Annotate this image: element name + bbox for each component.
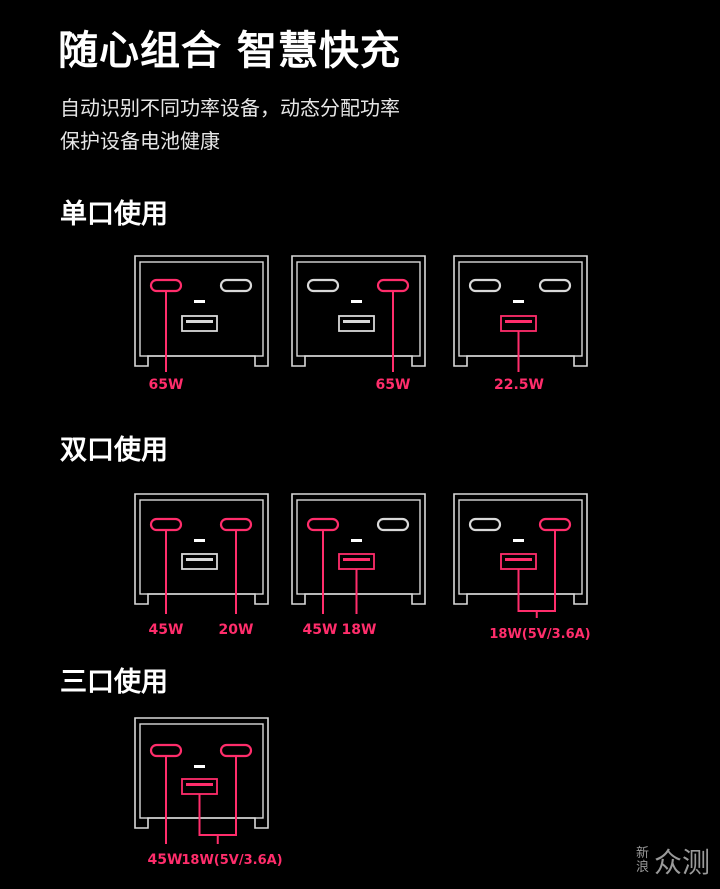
usb-c-port-1 <box>468 278 502 293</box>
charger-face <box>139 499 264 595</box>
power-label: 22.5W <box>494 377 544 393</box>
indicator-light <box>351 539 362 542</box>
power-label: 65W <box>149 377 184 393</box>
indicator-light <box>194 300 205 303</box>
usb-c-port-2 <box>219 278 253 293</box>
charger-body <box>134 255 269 367</box>
charger-triple <box>134 717 269 844</box>
usb-c-port-2-active <box>538 517 572 532</box>
charger-body <box>291 493 426 605</box>
subtitle-line-1: 自动识别不同功率设备，动态分配功率 <box>60 96 400 120</box>
usb-a-port <box>181 553 218 570</box>
power-label: 20W <box>219 622 254 638</box>
usb-c-port-1-active <box>149 278 183 293</box>
usb-c-port-2-active <box>219 517 253 532</box>
watermark-char: 新 <box>635 846 649 861</box>
charger-single-c2 <box>291 255 426 372</box>
charger-body <box>134 717 269 829</box>
charger-face <box>139 261 264 357</box>
charger-dual-c1-a <box>291 493 426 614</box>
indicator-light <box>513 539 524 542</box>
section-heading-single: 单口使用 <box>60 199 168 230</box>
usb-c-port-1 <box>306 278 340 293</box>
charger-face <box>296 261 421 357</box>
usb-c-port-2-active <box>376 278 410 293</box>
bracket-line <box>198 756 237 844</box>
charger-face <box>458 499 583 595</box>
usb-a-port-active <box>338 553 375 570</box>
indicator-light <box>351 300 362 303</box>
usb-c-port-1-active <box>149 743 183 758</box>
usb-a-port-active <box>500 553 537 570</box>
charger-body <box>453 493 588 605</box>
page-title: 随心组合 智慧快充 <box>58 28 401 74</box>
charger-face <box>458 261 583 357</box>
bracket-line <box>517 530 556 618</box>
charger-single-a <box>453 255 588 372</box>
usb-c-port-1-active <box>306 517 340 532</box>
usb-c-port-2-active <box>219 743 253 758</box>
power-label: 45W <box>149 622 184 638</box>
charger-body <box>134 493 269 605</box>
usb-c-port-1 <box>468 517 502 532</box>
indicator-light <box>194 765 205 768</box>
usb-a-port <box>338 315 375 332</box>
charger-dual-c1-c2 <box>134 493 269 614</box>
charger-body <box>453 255 588 367</box>
power-label: 45W <box>148 852 183 868</box>
usb-a-port <box>181 315 218 332</box>
usb-c-port-2 <box>376 517 410 532</box>
watermark-char: 浪 <box>635 860 649 875</box>
section-heading-triple: 三口使用 <box>60 667 168 698</box>
watermark: 新 浪 众测 <box>635 841 710 881</box>
indicator-light <box>513 300 524 303</box>
power-label: 18W(5V/3.6A) <box>181 853 282 868</box>
power-label: 45W <box>303 622 338 638</box>
usb-a-port-active <box>181 778 218 795</box>
charger-body <box>291 255 426 367</box>
subtitle-line-2: 保护设备电池健康 <box>60 129 220 153</box>
indicator-light <box>194 539 205 542</box>
usb-a-port-active <box>500 315 537 332</box>
usb-c-port-1-active <box>149 517 183 532</box>
section-heading-dual: 双口使用 <box>60 435 168 466</box>
power-label: 18W <box>342 622 377 638</box>
power-label: 18W(5V/3.6A) <box>489 627 590 642</box>
power-label: 65W <box>376 377 411 393</box>
watermark-small: 新 浪 <box>635 847 650 875</box>
charger-face <box>296 499 421 595</box>
watermark-big: 众测 <box>653 846 710 879</box>
charger-dual-c2-a <box>453 493 588 618</box>
usb-c-port-2 <box>538 278 572 293</box>
charger-face <box>139 723 264 819</box>
charger-single-c1 <box>134 255 269 372</box>
